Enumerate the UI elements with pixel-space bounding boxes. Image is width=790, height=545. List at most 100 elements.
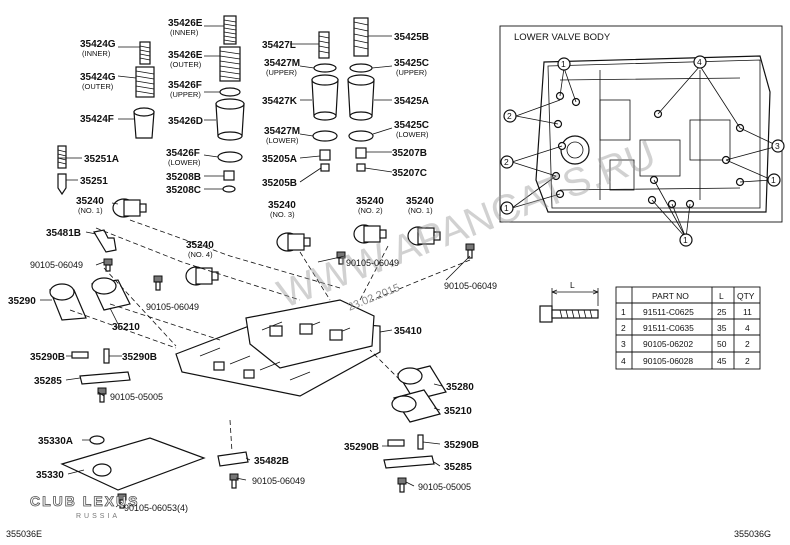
- label-35240-no1-right: 35240: [406, 196, 434, 207]
- table-row-4-l: 45: [717, 356, 727, 366]
- label-35424G-outer: 35424G: [80, 72, 116, 83]
- solenoid-35240-no2: [353, 224, 387, 244]
- table-row-1-qty: 11: [743, 307, 752, 317]
- inset-title: LOWER VALVE BODY: [514, 32, 611, 43]
- bolt-90105-06049-c: [336, 251, 346, 265]
- label-35251A: 35251A: [84, 154, 119, 165]
- label-35207B: 35207B: [392, 148, 427, 159]
- label-90105-05005-b: 90105-05005: [418, 482, 471, 492]
- club-lexus-logo: CLUB LEXUS RUSSIA: [30, 493, 138, 520]
- bolt-90105-05005-b: [397, 477, 407, 493]
- callout-1-right: 1: [771, 175, 776, 185]
- label-35425C-upper-sub: (UPPER): [396, 68, 427, 77]
- label-35426E-outer-sub: (OUTER): [170, 60, 202, 69]
- ring-35208C: [222, 185, 236, 193]
- label-35425C-lower-sub: (LOWER): [396, 130, 429, 139]
- solenoid-35240-no4: [185, 266, 219, 286]
- label-35426F-upper-sub: (UPPER): [170, 90, 201, 99]
- label-90105-05005-a: 90105-05005: [110, 392, 163, 402]
- table-header-part-no: PART NO: [652, 291, 689, 301]
- plug-35207C: [356, 163, 366, 172]
- label-35425A: 35425A: [394, 96, 429, 107]
- solenoid-35290: [49, 283, 87, 321]
- table-row-3-qty: 2: [745, 339, 750, 349]
- ring-35425C-upper: [349, 63, 373, 73]
- label-35290B-b: 35290B: [122, 352, 157, 363]
- callout-1-bottom: 1: [683, 235, 688, 245]
- callout-2-upper: 2: [507, 111, 512, 121]
- label-35427M-upper: 35427M: [264, 58, 300, 69]
- label-35290B-d: 35290B: [444, 440, 479, 451]
- valve-body-35410: [175, 299, 381, 397]
- label-35290B-a: 35290B: [30, 352, 65, 363]
- table-row-1-idx: 1: [621, 307, 626, 317]
- label-35240-no4: 35240: [186, 240, 214, 251]
- spring-35426E-inner: [223, 15, 237, 45]
- piston-35425A: [347, 74, 375, 121]
- solenoid-35240-no3: [276, 232, 311, 252]
- spring-35427L: [318, 31, 330, 59]
- footer-code-left: 355036E: [6, 529, 42, 539]
- bolt-90105-06049-e: [229, 473, 239, 489]
- spring-35424G-inner: [139, 41, 151, 65]
- label-35426E-inner-sub: (INNER): [170, 28, 199, 37]
- plug-35208B: [223, 170, 235, 181]
- plug-35205A: [319, 149, 331, 161]
- parts-table: [615, 286, 761, 370]
- label-35210-left: 35210: [112, 322, 140, 333]
- plate-35285-left: [79, 371, 131, 385]
- label-35425C-lower: 35425C: [394, 120, 429, 131]
- label-35410: 35410: [394, 326, 422, 337]
- assembly-guide-lines: [69, 219, 471, 453]
- table-row-2-idx: 2: [621, 323, 626, 333]
- label-90105-06049-b: 90105-06049: [146, 302, 199, 312]
- spring-35424G-outer: [135, 66, 155, 98]
- label-35424F: 35424F: [80, 114, 114, 125]
- label-35427M-lower: 35427M: [264, 126, 300, 137]
- label-35427M-upper-sub: (UPPER): [266, 68, 297, 77]
- spring-35251A: [57, 145, 67, 169]
- label-35427K: 35427K: [262, 96, 298, 107]
- label-90105-06049-e: 90105-06049: [252, 476, 305, 486]
- label-35426F-lower: 35426F: [166, 148, 200, 159]
- label-90105-06049-c: 90105-06049: [346, 258, 399, 268]
- ring-35427M-lower: [312, 130, 338, 142]
- pin-35290B-right: [387, 434, 424, 450]
- table-row-4-idx: 4: [621, 356, 626, 366]
- label-35207C: 35207C: [392, 168, 427, 179]
- label-35426E-inner: 35426E: [168, 18, 203, 29]
- table-header-l: L: [719, 291, 724, 301]
- label-35285-right: 35285: [444, 462, 472, 473]
- bolt-90105-06049-b: [153, 275, 163, 291]
- bracket-35482B: [217, 451, 249, 467]
- table-row-3-idx: 3: [621, 339, 626, 349]
- label-90105-06049-d: 90105-06049: [444, 281, 497, 291]
- bracket-35481B: [93, 229, 117, 253]
- table-row-3-part: 90105-06202: [643, 339, 693, 349]
- inset-callouts: 1 2 2 1 4 3 1 1: [500, 55, 785, 247]
- table-row-2-part: 91511-C0635: [643, 323, 694, 333]
- label-35290B-c: 35290B: [344, 442, 379, 453]
- table-row-1-part: 91511-C0625: [643, 307, 694, 317]
- table-header-qty: QTY: [737, 291, 755, 301]
- label-35481B: 35481B: [46, 228, 81, 239]
- leader-lines: [40, 25, 471, 508]
- inset-callout-leaders: [511, 65, 779, 239]
- label-90105-06053: 90105-06053(4): [124, 503, 188, 513]
- label-35285-left: 35285: [34, 376, 62, 387]
- label-35426D: 35426D: [168, 116, 203, 127]
- label-35426F-upper: 35426F: [168, 80, 202, 91]
- label-35424G-outer-sub: (OUTER): [82, 82, 114, 91]
- callout-1-left: 1: [504, 203, 509, 213]
- oring-35330A: [89, 435, 105, 445]
- footer-code-right: 355036G: [734, 529, 771, 539]
- pin-35290B-left: [71, 348, 110, 364]
- label-35240-no1-right-sub: (NO. 1): [408, 206, 433, 215]
- bolt-90105-05005-a: [97, 387, 107, 403]
- label-35208B: 35208B: [166, 172, 201, 183]
- label-35426F-lower-sub: (LOWER): [168, 158, 201, 167]
- pin-35251: [57, 173, 67, 196]
- label-35425B: 35425B: [394, 32, 429, 43]
- table-row-1-l: 25: [717, 307, 727, 317]
